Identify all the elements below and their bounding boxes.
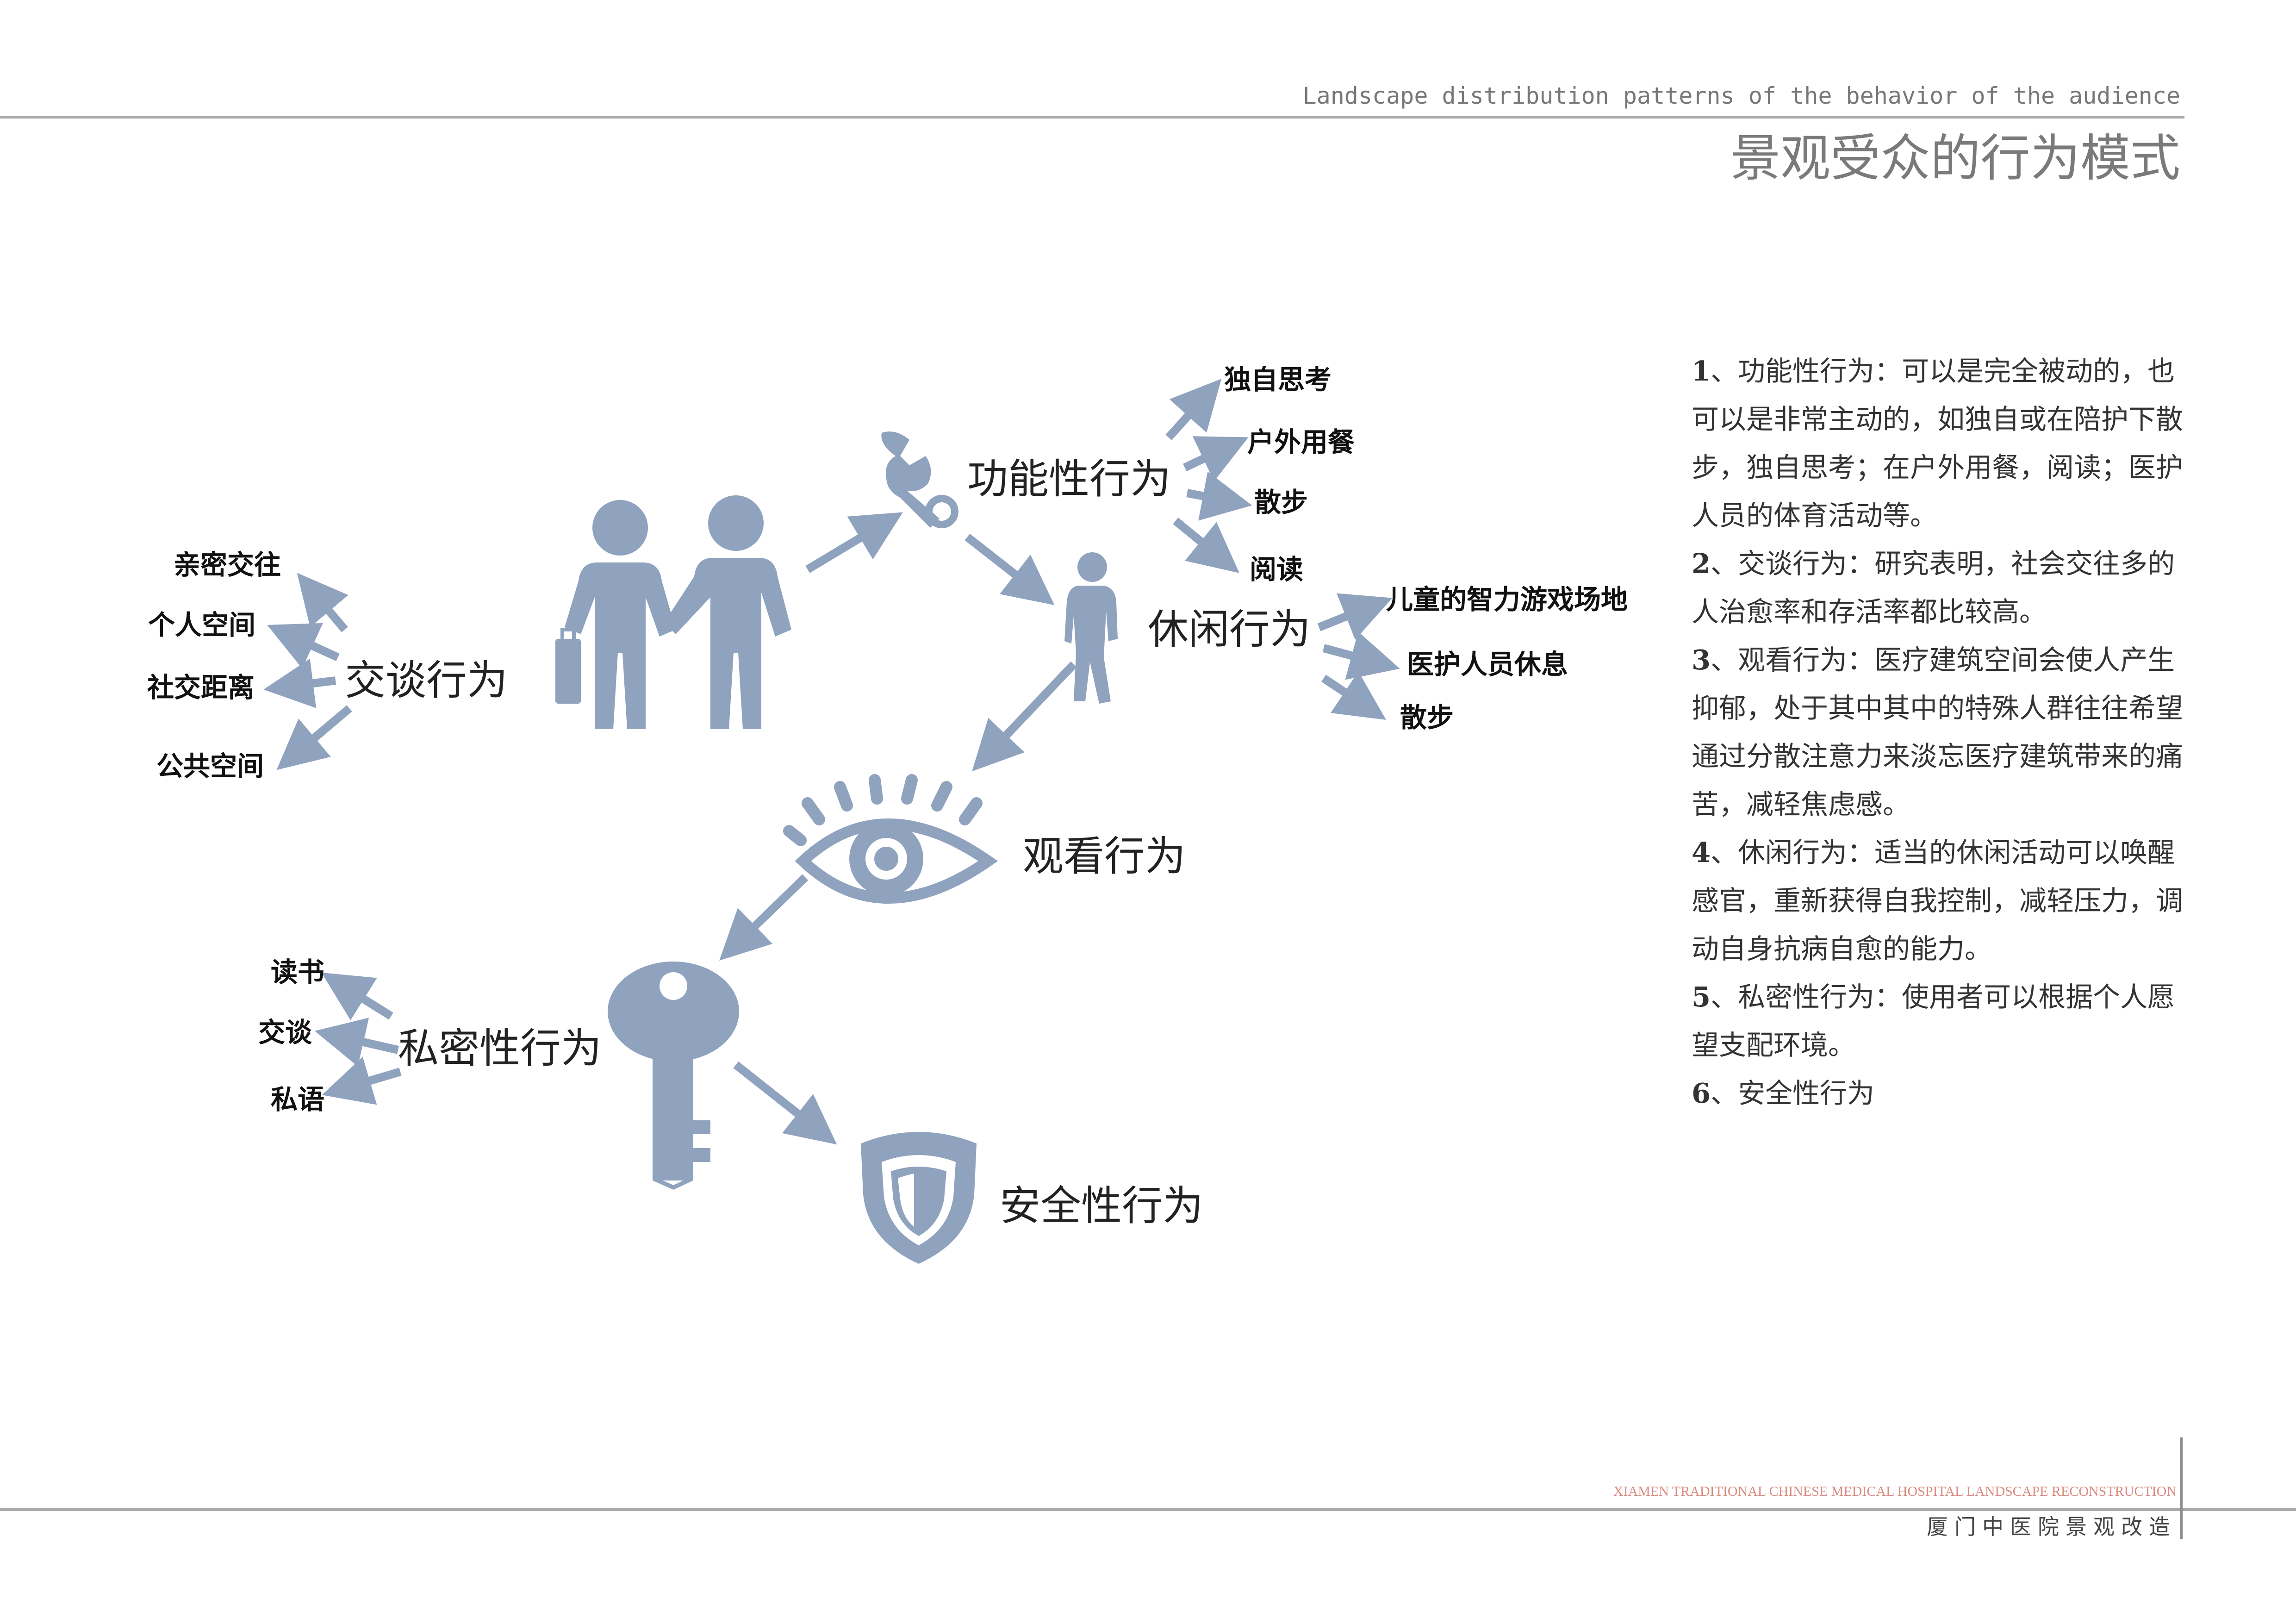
leisure-leaf-kids: 儿童的智力游戏场地: [1386, 584, 1628, 615]
notes-panel: 1、功能性行为：可以是完全被动的，也可以是非常主动的，如独自或在陪护下散步，独自…: [1692, 347, 2187, 1118]
header-rule: [0, 116, 2184, 119]
footer-divider: [2180, 1437, 2183, 1539]
arrow-functional-think: [1165, 379, 1222, 441]
arrow-leisure-watch: [972, 661, 1077, 772]
private-leaf-reading: 读书: [271, 956, 324, 988]
functional-leaf-think: 独自思考: [1224, 364, 1332, 395]
private-leaf-whisper: 私语: [271, 1084, 324, 1115]
leisure-label: 休闲行为: [1148, 606, 1311, 653]
footer-project-en: XIAMEN TRADITIONAL CHINESE MEDICAL HOSPI…: [1613, 1484, 2177, 1499]
note-number: 6: [1692, 1077, 1711, 1109]
arrow-people-functional: [805, 512, 903, 573]
note-number: 1: [1692, 355, 1711, 387]
arrow-functional-walk: [1186, 471, 1252, 521]
header-title-en: Landscape distribution patterns of the b…: [1302, 82, 2180, 109]
functional-label: 功能性行为: [967, 455, 1171, 503]
arrow-private-safety: [733, 1061, 837, 1145]
talk-leaf-social: 社交距离: [147, 672, 255, 703]
arrow-talk-public: [276, 705, 352, 770]
functional-leaf-dining: 户外用餐: [1247, 426, 1355, 458]
walking-person-icon: [1064, 552, 1118, 704]
functional-leaf-walk: 散步: [1254, 487, 1308, 518]
arrows: [263, 379, 1400, 1145]
note-number: 4: [1692, 837, 1711, 868]
arrow-talk-personal: [267, 623, 340, 669]
note-text: 、安全性行为: [1711, 1077, 1875, 1109]
private-leaf-talk: 交谈: [258, 1017, 312, 1048]
note-number: 2: [1692, 548, 1711, 580]
private-label: 私密性行为: [398, 1024, 602, 1072]
functional-leaf-read: 阅读: [1250, 554, 1303, 585]
note-number: 3: [1692, 644, 1711, 676]
shield-icon: [861, 1132, 977, 1264]
leisure-leaf-walk: 散步: [1400, 702, 1454, 733]
header-title-zh: 景观受众的行为模式: [1730, 130, 2180, 187]
arrow-private-whisper: [322, 1056, 402, 1105]
note-item: 3、观看行为：医疗建筑空间会使人产生抑郁，处于其中其中的特殊人群往往希望通过分散…: [1692, 636, 2187, 829]
talk-leaf-intimate: 亲密交往: [174, 549, 281, 581]
note-item: 6、安全性行为: [1692, 1069, 2187, 1118]
note-text: 、功能性行为：可以是完全被动的，也可以是非常主动的，如独自或在陪护下散步，独自思…: [1692, 355, 2184, 531]
arrow-functional-leisure: [964, 533, 1055, 606]
talk-leaf-public: 公共空间: [156, 750, 264, 782]
arrow-private-reading: [321, 972, 393, 1020]
note-text: 、休闲行为：适当的休闲活动可以唤醒感官，重新获得自我控制，减轻压力，调动自身抗病…: [1692, 837, 2184, 965]
arrow-leisure-kids: [1317, 593, 1393, 640]
note-item: 5、私密性行为：使用者可以根据个人愿望支配环境。: [1692, 973, 2187, 1069]
note-text: 、交谈行为：研究表明，社会交往多的人治愈率和存活率都比较高。: [1692, 548, 2175, 628]
footer-project-zh: 厦门中医院景观改造: [1927, 1514, 2177, 1539]
arrow-talk-social: [263, 658, 336, 708]
note-item: 4、休闲行为：适当的休闲活动可以唤醒感官，重新获得自我控制，减轻压力，调动自身抗…: [1692, 829, 2187, 973]
arrow-leisure-staff: [1322, 631, 1400, 680]
arrow-functional-dining: [1183, 436, 1249, 481]
note-text: 、私密性行为：使用者可以根据个人愿望支配环境。: [1692, 981, 2175, 1061]
footer-rule: [0, 1508, 2296, 1511]
arrow-private-talk: [314, 1018, 399, 1067]
note-number: 5: [1692, 981, 1711, 1013]
talk-leaf-personal: 个人空间: [148, 609, 255, 641]
two-people-icon: [555, 495, 791, 729]
note-item: 2、交谈行为：研究表明，社会交往多的人治愈率和存活率都比较高。: [1692, 540, 2187, 636]
key-icon: [608, 962, 739, 1190]
talk-label: 交谈行为: [345, 656, 508, 704]
wrench-icon: [881, 431, 958, 528]
leisure-leaf-staff: 医护人员休息: [1407, 649, 1568, 680]
safety-label: 安全性行为: [1000, 1182, 1203, 1230]
arrow-talk-intimate: [297, 573, 348, 632]
arrow-functional-read: [1173, 518, 1239, 573]
eye-icon: [783, 774, 998, 904]
note-item: 1、功能性行为：可以是完全被动的，也可以是非常主动的，如独自或在陪护下散步，独自…: [1692, 347, 2187, 540]
arrow-leisure-walk: [1321, 671, 1386, 720]
note-text: 、观看行为：医疗建筑空间会使人产生抑郁，处于其中其中的特殊人群往往希望通过分散注…: [1692, 644, 2184, 820]
watch-label: 观看行为: [1023, 832, 1186, 880]
arrow-watch-private: [719, 874, 809, 961]
